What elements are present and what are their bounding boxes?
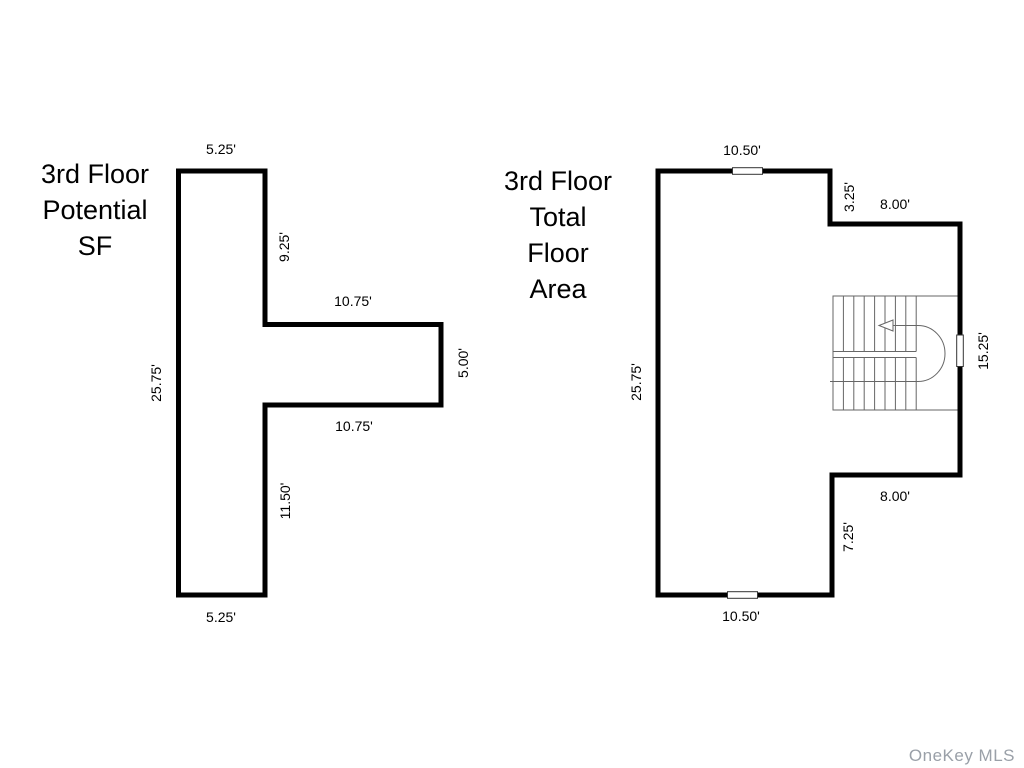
window-bottom-icon (727, 591, 758, 599)
dim-left-left-side: 25.75' (148, 364, 164, 402)
left-plan-title-line: 3rd Floor (40, 159, 150, 189)
stair-walkline (830, 325, 946, 382)
dim-right-step-right: 3.25' (841, 182, 857, 212)
dim-right-notch-bottom: 8.00' (880, 488, 910, 504)
dim-left-arm-top: 10.75' (334, 293, 372, 309)
window-right-icon (956, 334, 964, 367)
left-plan-title-line: SF (77, 231, 113, 261)
dim-right-step-top: 8.00' (880, 196, 910, 212)
dim-right-notch-right: 7.25' (840, 522, 856, 552)
right-plan-title-line: Total (529, 202, 587, 232)
dim-right-left-side: 25.75' (628, 363, 644, 401)
dim-left-arm-bottom: 10.75' (335, 418, 373, 434)
dim-right-top: 10.50' (723, 142, 761, 158)
dim-right-bottom: 10.50' (722, 608, 760, 624)
dim-left-neck-right: 9.25' (276, 232, 292, 262)
right-plan-outline (655, 168, 963, 598)
left-plan-outline (176, 168, 444, 598)
left-plan-title-line: Potential (42, 195, 148, 225)
right-plan-title-line: Floor (527, 238, 589, 268)
dim-left-bottom: 5.25' (206, 609, 236, 625)
stair-treads-lower (842, 357, 917, 410)
right-plan-title-line: Area (529, 274, 587, 304)
window-top-icon (732, 167, 763, 175)
stair-landing-lines (833, 351, 917, 358)
dim-right-right-side: 15.25' (975, 332, 991, 370)
dim-left-top: 5.25' (206, 141, 236, 157)
windows (727, 167, 964, 599)
right-plan-title: 3rd Floor Total Floor Area (504, 163, 612, 307)
dim-left-lower-right: 11.50' (277, 482, 293, 520)
dim-left-arm-right: 5.00' (455, 348, 471, 378)
left-plan-title: 3rd Floor Potential SF (41, 156, 149, 264)
staircase (830, 295, 958, 411)
onekey-mls-watermark: OneKey MLS (908, 746, 1015, 765)
stair-direction-arrow-icon (877, 319, 894, 332)
right-plan-title-line: 3rd Floor (503, 166, 613, 196)
